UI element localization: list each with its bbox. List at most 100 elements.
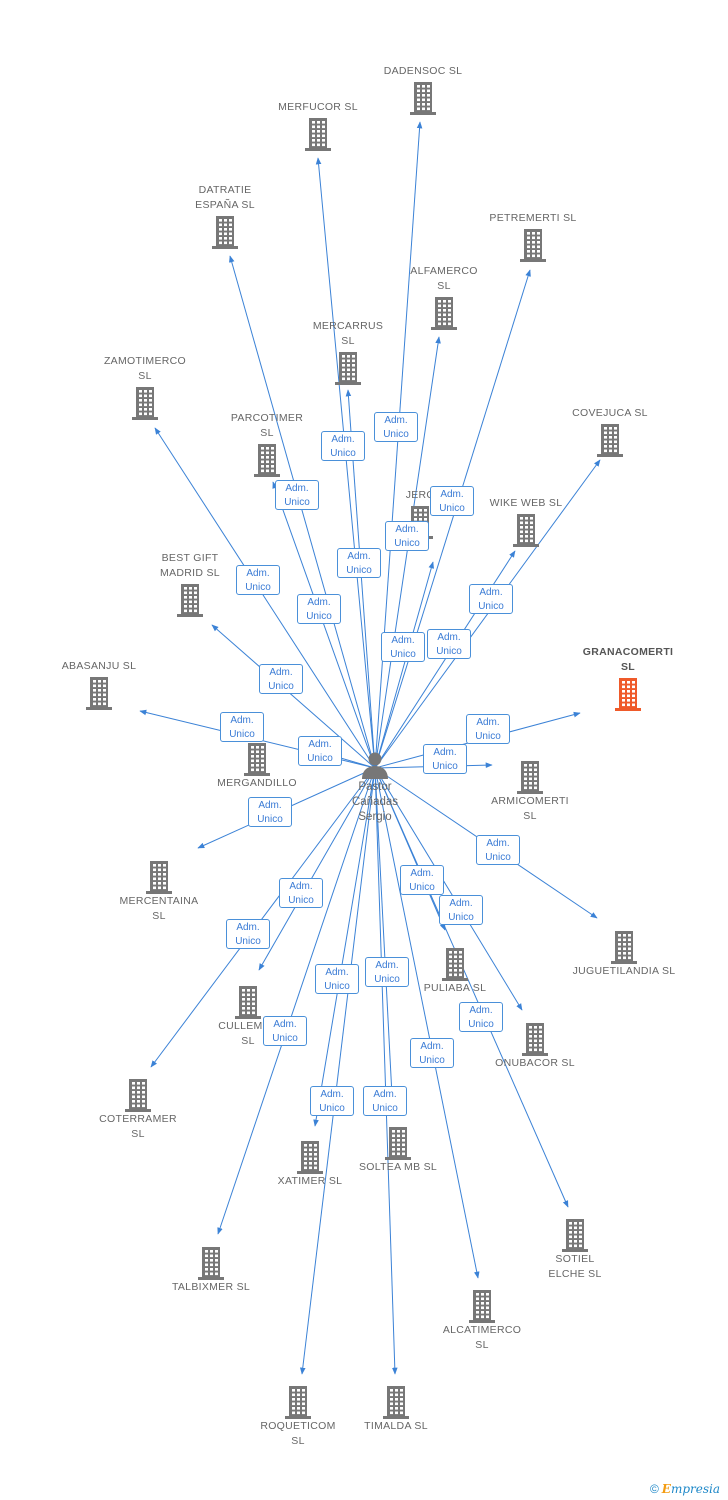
edge-onubacor — [374, 767, 523, 1011]
company-node-mergandillo[interactable]: MERGANDILLO — [192, 740, 322, 791]
company-node-covejuca[interactable]: COVEJUCA SL — [545, 406, 675, 457]
building-icon — [212, 216, 238, 249]
role-badge-juguetilandia: Adm. Unico — [476, 835, 520, 865]
company-label: COTERRAMER SL — [99, 1113, 177, 1140]
company-node-solteamb[interactable]: SOLTEA MB SL — [333, 1124, 463, 1175]
role-badge-alcatimerco: Adm. Unico — [410, 1038, 454, 1068]
edge-coterramer — [150, 767, 376, 1068]
building-icon — [125, 1079, 151, 1112]
company-node-mercarrus[interactable]: MERCARRUS SL — [283, 319, 413, 385]
building-icon — [285, 1386, 311, 1419]
role-badge-merfucor: Adm. Unico — [321, 431, 365, 461]
copyright-symbol: © — [649, 1482, 659, 1496]
company-label: PULIABA SL — [423, 982, 487, 994]
building-icon — [177, 584, 203, 617]
company-label: SOLTEA MB SL — [358, 1161, 438, 1173]
edge-petremerti — [374, 269, 531, 769]
role-badge-puliaba: Adm. Unico — [400, 865, 444, 895]
company-label: COVEJUCA SL — [572, 407, 648, 419]
building-icon — [305, 118, 331, 151]
company-node-timalda[interactable]: TIMALDA SL — [331, 1383, 461, 1434]
company-node-bestgift[interactable]: BEST GIFT MADRID SL — [125, 551, 255, 617]
company-label: GRANACOMERTI SL — [582, 646, 674, 673]
company-node-roqueticom[interactable]: ROQUETICOM SL — [233, 1383, 363, 1449]
edge-sotielelche — [374, 767, 569, 1208]
role-badge-mergandillo: Adm. Unico — [298, 736, 342, 766]
edge-bestgift — [211, 624, 376, 769]
edge-timalda — [374, 767, 398, 1375]
edge-xatimer — [313, 767, 376, 1127]
company-node-xatimer[interactable]: XATIMER SL — [245, 1138, 375, 1189]
company-label: DATRATIE ESPAÑA SL — [195, 184, 255, 211]
company-node-datratie[interactable]: DATRATIE ESPAÑA SL — [160, 183, 290, 249]
company-node-onubacor[interactable]: ONUBACOR SL — [470, 1020, 600, 1071]
building-icon — [385, 1127, 411, 1160]
company-label: CULLEMER SL — [218, 1020, 278, 1047]
role-badge-mercentaina: Adm. Unico — [248, 797, 292, 827]
person-node[interactable]: Pastor Cañadas Sergio — [335, 750, 415, 825]
company-label: TALBIXMER SL — [171, 1281, 251, 1293]
edge-cullemer — [258, 767, 376, 971]
role-badge-coterramer: Adm. Unico — [226, 919, 270, 949]
role-badge-armicomerti: Adm. Unico — [423, 744, 467, 774]
company-label: XATIMER SL — [277, 1175, 343, 1187]
company-label: MERGANDILLO — [217, 777, 297, 789]
company-node-parcotimer[interactable]: PARCOTIMER SL — [202, 411, 332, 477]
company-node-coterramer[interactable]: COTERRAMER SL — [73, 1076, 203, 1142]
company-node-dadensoc[interactable]: DADENSOC SL — [358, 64, 488, 115]
edge-roqueticom — [299, 767, 376, 1375]
building-icon — [442, 948, 468, 981]
company-node-zamotimerco[interactable]: ZAMOTIMERCO SL — [80, 354, 210, 420]
company-node-juguetilandia[interactable]: JUGUETILANDIA SL — [559, 928, 689, 979]
company-node-armicomerti[interactable]: ARMICOMERTI SL — [465, 758, 595, 824]
role-badge-sotielelche: Adm. Unico — [439, 895, 483, 925]
company-label: BEST GIFT MADRID SL — [160, 552, 220, 579]
edge-alfamerco — [374, 336, 441, 769]
company-label: PETREMERTI SL — [489, 212, 577, 224]
company-node-granacomerti[interactable]: GRANACOMERTI SL — [563, 645, 693, 711]
company-label: ROQUETICOM SL — [260, 1420, 336, 1447]
role-badge-wikeweb: Adm. Unico — [427, 629, 471, 659]
company-node-abasanju[interactable]: ABASANJU SL — [34, 659, 164, 710]
role-badge-abasanju: Adm. Unico — [220, 712, 264, 742]
role-badge-roqueticom: Adm. Unico — [310, 1086, 354, 1116]
role-badge-onubacor: Adm. Unico — [459, 1002, 503, 1032]
person-icon — [362, 752, 388, 779]
company-node-puliaba[interactable]: PULIABA SL — [390, 945, 520, 996]
company-node-alfamerco[interactable]: ALFAMERCO SL — [379, 264, 509, 330]
company-node-alcatimerco[interactable]: ALCATIMERCO SL — [417, 1287, 547, 1353]
building-icon — [244, 743, 270, 776]
company-node-talbixmer[interactable]: TALBIXMER SL — [146, 1244, 276, 1295]
role-badge-timalda: Adm. Unico — [363, 1086, 407, 1116]
role-badge-zamotimerco: Adm. Unico — [236, 565, 280, 595]
role-badge-talbixmer: Adm. Unico — [263, 1016, 307, 1046]
edge-parcotimer — [272, 481, 376, 769]
brand-footer[interactable]: ©Empresia — [650, 1482, 720, 1496]
company-label: MERFUCOR SL — [278, 101, 358, 113]
company-label: SOTIEL ELCHE SL — [548, 1253, 602, 1280]
building-icon — [383, 1386, 409, 1419]
building-icon — [132, 387, 158, 420]
role-badge-parcotimer: Adm. Unico — [297, 594, 341, 624]
company-node-cullemer[interactable]: CULLEMER SL — [183, 983, 313, 1049]
edge-solteamb — [374, 767, 396, 1116]
company-node-petremerti[interactable]: PETREMERTI SL — [468, 211, 598, 262]
building-icon — [86, 677, 112, 710]
building-icon — [335, 352, 361, 385]
role-badge-dadensoc: Adm. Unico — [374, 412, 418, 442]
role-badge-alfamerco: Adm. Unico — [385, 521, 429, 551]
edge-covejuca — [374, 459, 601, 769]
building-icon — [562, 1219, 588, 1252]
role-badge-xatimer: Adm. Unico — [315, 964, 359, 994]
company-node-wikeweb[interactable]: WIKE WEB SL — [461, 496, 591, 547]
building-icon — [611, 931, 637, 964]
company-node-mercentaina[interactable]: MERCENTAINA SL — [94, 858, 224, 924]
company-node-sotielelche[interactable]: SOTIEL ELCHE SL — [510, 1216, 640, 1282]
company-node-merfucor[interactable]: MERFUCOR SL — [253, 100, 383, 151]
edge-alcatimerco — [374, 767, 480, 1279]
role-badge-covejuca: Adm. Unico — [469, 584, 513, 614]
building-icon — [431, 297, 457, 330]
building-icon — [146, 861, 172, 894]
role-badge-datratie: Adm. Unico — [275, 480, 319, 510]
